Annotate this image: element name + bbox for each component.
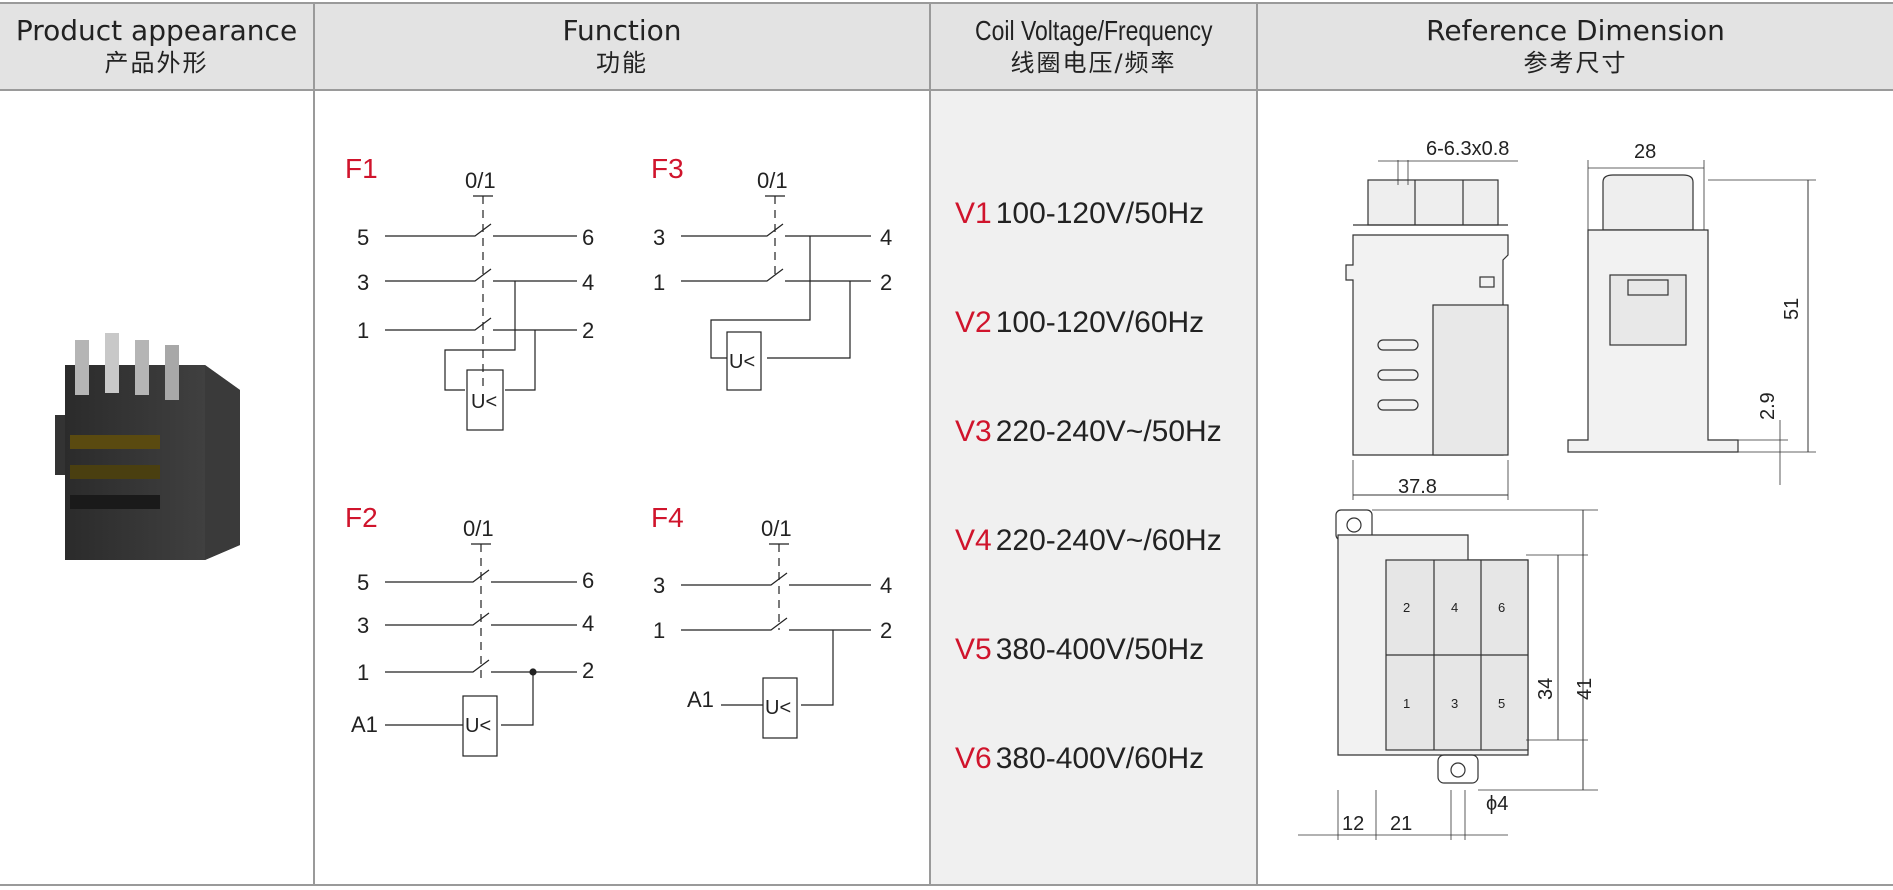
- coil-code: V6: [955, 742, 992, 775]
- f2-t5: 5: [357, 570, 369, 595]
- dim-height: 51: [1781, 298, 1803, 320]
- f4-t2: 2: [880, 618, 892, 643]
- coil-value: 380-400V/50Hz: [995, 633, 1205, 666]
- f4-t1: 1: [653, 618, 665, 643]
- term-1: 1: [1403, 696, 1410, 711]
- f1-t5: 5: [357, 225, 369, 250]
- header-dimension-zh: 参考尺寸: [1523, 49, 1628, 77]
- f2-t2: 2: [582, 658, 594, 683]
- f1-top-label: 0/1: [465, 168, 496, 193]
- f2-t4: 4: [582, 611, 594, 636]
- dim-mount-h1: 34: [1535, 678, 1557, 700]
- term-3: 3: [1451, 696, 1458, 711]
- top-rule: [0, 2, 1893, 4]
- dim-foot: 2.9: [1757, 392, 1779, 420]
- coil-value: 220-240V~/50Hz: [995, 415, 1222, 448]
- col-divider-3: [1256, 3, 1258, 885]
- f2-top-label: 0/1: [463, 516, 494, 541]
- f3-coil-label: U<: [729, 351, 755, 373]
- dimension-drawings: 6-6.3x0.8 37.8 28 51 2.9: [1298, 138, 1816, 840]
- dim-terminal: 6-6.3x0.8: [1426, 138, 1509, 160]
- dim-mount-w1: 12: [1342, 813, 1364, 835]
- f1-coil-box: [466, 369, 504, 431]
- f2-t3: 3: [357, 613, 369, 638]
- term-4: 4: [1451, 600, 1458, 615]
- header-product-zh: 产品外形: [104, 49, 209, 77]
- f2-a1: A1: [351, 712, 378, 737]
- f1-t1: 1: [357, 318, 369, 343]
- header-coil: Coil Voltage/Frequency 线圈电压/频率: [931, 3, 1256, 89]
- f3-t3: 3: [653, 225, 665, 250]
- front-view: [1345, 160, 1518, 500]
- dim-hole: ϕ4: [1486, 793, 1508, 815]
- dim-mount-w2: 21: [1390, 813, 1412, 835]
- f4-t4: 4: [880, 573, 892, 598]
- header-dimension-en: Reference Dimension: [1426, 14, 1725, 47]
- relay-product-image: [55, 333, 240, 560]
- f1-label: F1: [345, 153, 378, 184]
- header-function: Function 功能: [315, 3, 929, 89]
- f1-coil-label: U<: [471, 391, 497, 413]
- header-function-zh: 功能: [596, 49, 648, 77]
- coil-code: V4: [955, 524, 992, 557]
- coil-code: V2: [955, 306, 992, 339]
- f2-t6: 6: [582, 568, 594, 593]
- header-rule: [0, 89, 1893, 91]
- term-6: 6: [1498, 600, 1505, 615]
- header-coil-en: Coil Voltage/Frequency: [974, 15, 1213, 46]
- header-function-en: Function: [562, 14, 682, 47]
- f2-label: F2: [345, 502, 378, 533]
- dim-mount-h2: 41: [1574, 678, 1596, 700]
- bottom-rule: [0, 884, 1893, 886]
- f1-t4: 4: [582, 270, 594, 295]
- coil-value: 380-400V/60Hz: [995, 742, 1205, 775]
- f3-t2: 2: [880, 270, 892, 295]
- f2-coil-label: U<: [465, 715, 491, 737]
- f4-t3: 3: [653, 573, 665, 598]
- coil-code: V5: [955, 633, 992, 666]
- dim-depth: 37.8: [1398, 476, 1437, 498]
- mount-view: [1298, 509, 1598, 840]
- function-diagrams: F1 0/1 5 3 1 6 4 2 U< F3 0/1 3 1 4 2 U< …: [345, 153, 892, 757]
- header-product-en: Product appearance: [15, 14, 298, 47]
- term-5: 5: [1498, 696, 1505, 711]
- f2-t1: 1: [357, 660, 369, 685]
- coil-code: V3: [955, 415, 992, 448]
- coil-code: V1: [955, 197, 992, 230]
- f4-coil-label: U<: [765, 697, 791, 719]
- f3-coil-box: [726, 331, 762, 391]
- header-coil-zh: 线圈电压/频率: [1010, 49, 1177, 77]
- header-dimension: Reference Dimension 参考尺寸: [1258, 3, 1893, 89]
- f3-t4: 4: [880, 225, 892, 250]
- f4-top-label: 0/1: [761, 516, 792, 541]
- f3-top-label: 0/1: [757, 168, 788, 193]
- side-view: [1567, 160, 1816, 485]
- f4-label: F4: [651, 502, 684, 533]
- f3-label: F3: [651, 153, 684, 184]
- dim-width: 28: [1634, 141, 1656, 163]
- f4-coil-box: [762, 677, 798, 739]
- f3-t1: 1: [653, 270, 665, 295]
- coil-column-bg: [931, 90, 1256, 885]
- f2-coil-box: [462, 695, 498, 757]
- col-divider-2: [929, 3, 931, 885]
- f1-t3: 3: [357, 270, 369, 295]
- f1-t2: 2: [582, 318, 594, 343]
- f4-a1: A1: [687, 687, 714, 712]
- header-product: Product appearance 产品外形: [0, 3, 313, 89]
- coil-value: 220-240V~/60Hz: [995, 524, 1222, 557]
- f1-t6: 6: [582, 225, 594, 250]
- term-2: 2: [1403, 600, 1410, 615]
- coil-value: 100-120V/50Hz: [995, 197, 1205, 230]
- coil-value: 100-120V/60Hz: [995, 306, 1205, 339]
- col-divider-1: [313, 3, 315, 885]
